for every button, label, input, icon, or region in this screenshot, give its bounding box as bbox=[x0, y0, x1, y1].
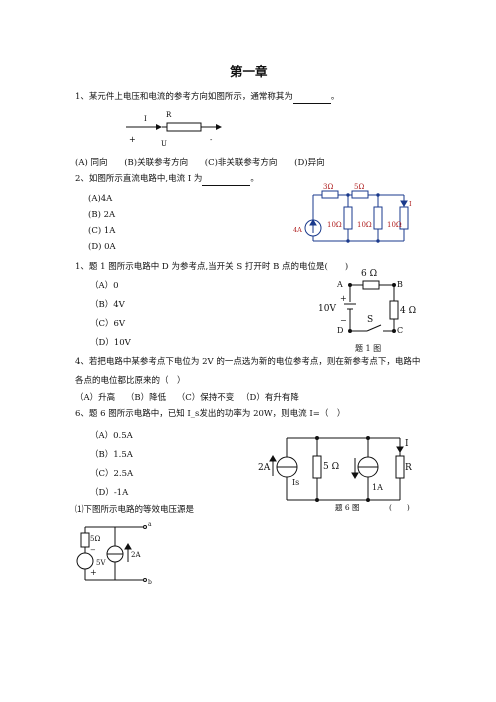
question-4-stem-line1: 4、若把电路中某参考点下电位为 2V 的一点选为新的电位参考点，则在新参考点下，… bbox=[75, 357, 421, 367]
fig6-answer-paren: ( ) bbox=[389, 503, 410, 512]
question-1-options: (A) 同向 (B)关联参考方向 (C)非关联参考方向 (D)异向 bbox=[75, 158, 325, 169]
q1-option-d[interactable]: (D)异向 bbox=[294, 158, 325, 168]
fig3-caption: 题 1 图 bbox=[355, 344, 381, 353]
fig7-label-5v: 5V bbox=[96, 559, 106, 567]
fig7-label-2a: 2A bbox=[131, 551, 141, 559]
fig3-label-s: S bbox=[367, 315, 373, 325]
fig1-label-u: U bbox=[161, 140, 167, 148]
question-3-circuit: 6 Ω A B 4 Ω 10V + − S D C 题 1 图 bbox=[318, 269, 416, 353]
question-2-circuit: 3Ω 5Ω 10Ω 10Ω 10Ω 4A I bbox=[293, 183, 412, 243]
question-1-text: 1、某元件上电压和电流的参考方向如图所示，通常称其为 bbox=[75, 92, 293, 102]
fig2-label-5ohm: 5Ω bbox=[354, 183, 364, 191]
answer-blank[interactable] bbox=[202, 174, 251, 186]
fig3-label-minus: − bbox=[340, 316, 347, 325]
q5-option-c[interactable]: （C）2.5A bbox=[90, 469, 134, 479]
question-4-options: （A）升高 （B）降低 （C）保持不变 （D）有升有降 bbox=[75, 393, 299, 404]
fig2-label-3ohm: 3Ω bbox=[323, 183, 333, 191]
fig1-label-minus: - bbox=[210, 136, 213, 144]
fig2-label-10ohm-3: 10Ω bbox=[387, 221, 402, 229]
q4-option-c[interactable]: （C）保持不变 bbox=[176, 393, 235, 403]
fig1-label-r: R bbox=[166, 111, 172, 119]
fig7-label-5ohm: 5Ω bbox=[90, 535, 100, 543]
q2-option-a[interactable]: (A)4A bbox=[88, 194, 113, 204]
fig2-label-10ohm-1: 10Ω bbox=[327, 221, 342, 229]
fig3-label-c: C bbox=[397, 326, 403, 335]
fig1-label-plus: + bbox=[129, 135, 136, 144]
fig3-label-10v: 10V bbox=[318, 304, 336, 314]
fig2-label-i: I bbox=[409, 200, 412, 208]
q2-option-c[interactable]: (C) 1A bbox=[88, 226, 116, 236]
page-title: 第一章 bbox=[230, 64, 268, 79]
fig3-label-plus: + bbox=[340, 294, 347, 303]
q1-option-a[interactable]: (A) 同向 bbox=[75, 158, 108, 168]
fig2-label-10ohm-2: 10Ω bbox=[357, 221, 372, 229]
q3-option-c[interactable]: （C）6V bbox=[90, 319, 126, 329]
fig3-label-b: B bbox=[397, 280, 403, 289]
fig7-label-plus: + bbox=[90, 568, 97, 577]
fig7-label-minus: − bbox=[90, 546, 96, 554]
question-2-end: 。 bbox=[250, 174, 259, 184]
question-1-stem: 1、某元件上电压和电流的参考方向如图所示，通常称其为 。 bbox=[75, 92, 339, 104]
fig6-label-1a: 1A bbox=[372, 483, 383, 492]
fig2-label-4a: 4A bbox=[293, 226, 302, 234]
q2-option-b[interactable]: (B) 2A bbox=[88, 210, 116, 220]
q3-option-d[interactable]: （D）10V bbox=[90, 338, 131, 348]
question-4-stem-line2: 各点的电位都比原来的（ ） bbox=[75, 376, 186, 386]
q5-option-a[interactable]: （A）0.5A bbox=[90, 431, 133, 441]
question-2-stem: 2、如图所示直流电路中,电流 I 为 。 bbox=[75, 174, 259, 186]
fig6-label-5ohm: 5 Ω bbox=[323, 462, 339, 472]
q4-option-d[interactable]: （D）有升有降 bbox=[241, 393, 299, 403]
q1-option-b[interactable]: (B)关联参考方向 bbox=[124, 158, 189, 168]
question-5-stem: 6、题 6 图所示电路中，已知 I_s发出的功率为 20W，则电流 I=（ ） bbox=[75, 409, 346, 419]
question-5-circuit: 2A Is 5 Ω 1A I R 题 6 图 ( ) bbox=[258, 436, 412, 512]
question-3-stem: 1、题 1 图所示电路中 D 为参考点,当开关 S 打开时 B 点的电位是( ) bbox=[75, 262, 349, 272]
q3-option-b[interactable]: （B）4V bbox=[90, 300, 125, 310]
fig3-label-4ohm: 4 Ω bbox=[400, 306, 416, 316]
fig6-label-r: R bbox=[405, 463, 412, 473]
answer-blank[interactable] bbox=[292, 92, 331, 104]
fig7-label-a: a bbox=[148, 521, 152, 528]
question-6-stem: ⑴下图所示电路的等效电压源是 bbox=[75, 505, 195, 515]
question-2-text: 2、如图所示直流电路中,电流 I 为 bbox=[75, 174, 203, 184]
fig3-label-d: D bbox=[337, 326, 343, 335]
q4-option-b[interactable]: （B）降低 bbox=[125, 393, 167, 403]
fig1-label-i: I bbox=[144, 115, 147, 123]
fig3-label-a: A bbox=[336, 280, 343, 289]
fig7-label-b: b bbox=[148, 579, 152, 586]
fig6-caption: 题 6 图 bbox=[335, 503, 360, 512]
q4-option-a[interactable]: （A）升高 bbox=[75, 393, 116, 403]
q3-option-a[interactable]: （A）0 bbox=[90, 281, 119, 291]
question-1-figure: I R + U - bbox=[126, 111, 222, 148]
q2-option-d[interactable]: (D) 0A bbox=[88, 242, 116, 252]
question-1-end: 。 bbox=[330, 92, 340, 102]
q5-option-b[interactable]: （B）1.5A bbox=[90, 450, 133, 460]
q1-option-c[interactable]: (C)非关联参考方向 bbox=[204, 158, 278, 168]
fig6-label-is: Is bbox=[292, 478, 299, 487]
fig3-label-6ohm: 6 Ω bbox=[361, 269, 377, 279]
question-6-circuit: 5Ω − 5V + 2A a b bbox=[76, 521, 152, 586]
fig6-label-2a: 2A bbox=[258, 463, 271, 473]
q5-option-d[interactable]: （D）-1A bbox=[90, 488, 129, 498]
fig6-label-i: I bbox=[405, 439, 409, 449]
